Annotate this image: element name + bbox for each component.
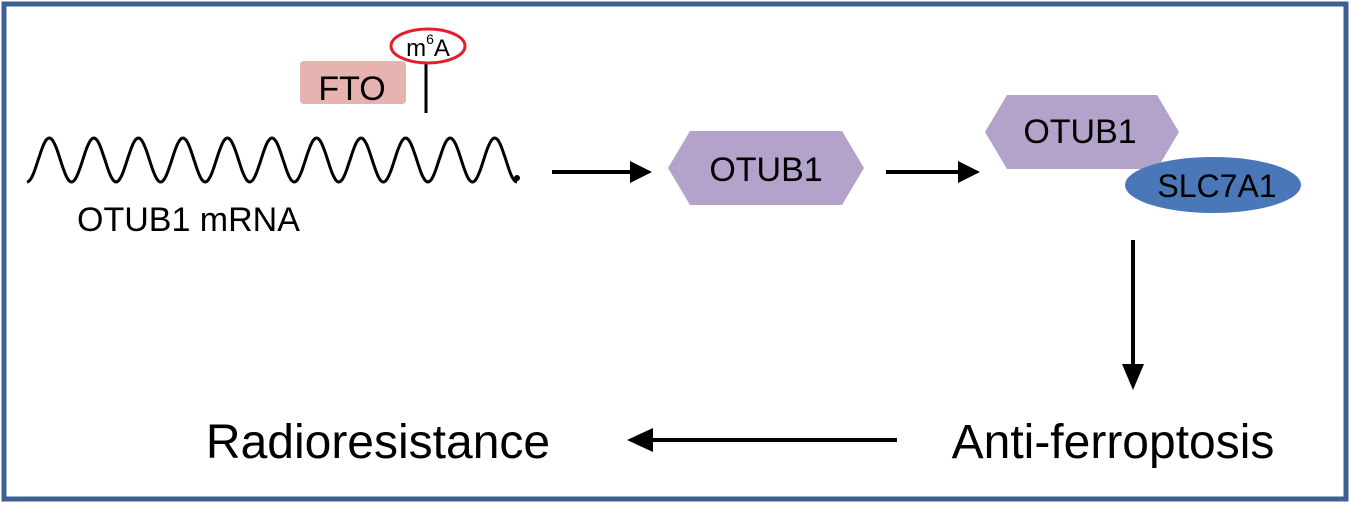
m6a-label: m6A [406,31,450,62]
mrna-wave [26,136,518,184]
m6a-superscript: 6 [426,31,434,47]
arrow-left [627,428,897,452]
arrow-down [1122,240,1144,390]
arrow-translation [552,161,652,183]
radioresistance-label: Radioresistance [206,416,550,469]
complex-otub1-shape [985,95,1179,169]
slc7a1-label: SLC7A1 [1157,168,1276,204]
anti-ferroptosis-label: Anti-ferroptosis [952,416,1275,469]
otub1-protein-label: OTUB1 [709,151,822,189]
fto-label: FTO [318,70,385,108]
m6a-ring [389,27,467,65]
mrna-end-dot [514,175,520,181]
arrow-binding [886,161,980,183]
mrna-label: OTUB1 mRNA [77,201,300,239]
otub1-protein-shape [668,131,864,205]
slc7a1-shape [1125,157,1301,213]
complex-otub1-label: OTUB1 [1023,113,1136,151]
m6a-suffix: A [434,35,450,62]
fto-box [300,61,406,104]
m6a-base: m [406,35,426,62]
